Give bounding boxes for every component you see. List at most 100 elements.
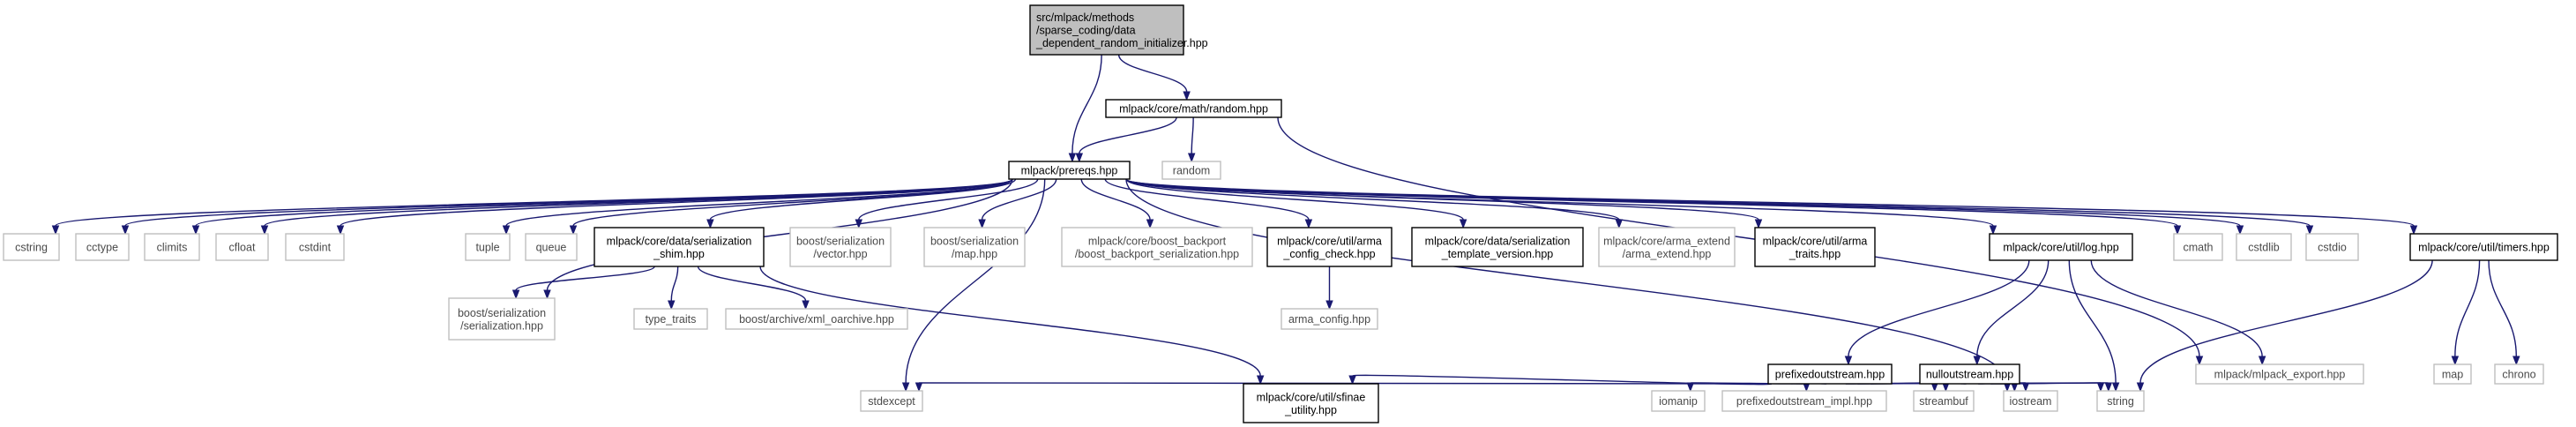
node-label: climits [157, 242, 188, 254]
node-log[interactable]: mlpack/core/util/log.hpp [1989, 233, 2133, 261]
node-label: /vector.hpp [813, 248, 867, 260]
arrowhead-prereqs-to-arma_config_check [1304, 219, 1313, 229]
arrowhead-prereqs-to-ser_template [1459, 219, 1467, 229]
node-label: cstdlib [2248, 242, 2279, 254]
arrowhead-prereqs-to-cstdio [2305, 225, 2314, 236]
node-ser-template[interactable]: mlpack/core/data/serialization_template_… [1411, 227, 1584, 267]
node-root[interactable]: src/mlpack/methods/sparse_coding/data_de… [1029, 4, 1208, 56]
node-label: cfloat [229, 242, 256, 254]
node-box [1029, 4, 1184, 56]
node-arma-traits[interactable]: mlpack/core/util/arma_traits.hpp [1754, 227, 1876, 267]
node-box [2003, 390, 2058, 412]
node-label: _utility.hpp [1284, 404, 1337, 416]
edge-prereqs-to-log [1125, 178, 1994, 227]
node-label: arma_config.hpp [1288, 313, 1370, 326]
edge-prereqs-to-cfloat [264, 178, 1013, 227]
arrowhead-timers-to-string [2136, 382, 2145, 393]
node-box [465, 233, 511, 261]
node-boost-serialization: boost/serialization/serialization.hpp [448, 297, 556, 341]
node-ser-shim[interactable]: mlpack/core/data/serialization_shim.hpp [594, 227, 765, 267]
node-box [1281, 308, 1378, 330]
node-box [1913, 390, 1975, 412]
arrowhead-prefixed-to-string [2096, 382, 2105, 393]
node-label: /sparse_coding/data [1036, 25, 1136, 37]
arrowhead-log-to-mlpack_export [2258, 356, 2266, 366]
arrowhead-prereqs-to-timers [2409, 225, 2418, 236]
node-arma-config-check[interactable]: mlpack/core/util/arma_config_check.hpp [1266, 227, 1393, 267]
arrowhead-prereqs-to-arma_extend [1615, 219, 1624, 229]
node-prefixed[interactable]: prefixedoutstream.hpp [1767, 363, 1893, 385]
node-arma-extend: mlpack/core/arma_extend/arma_extend.hpp [1598, 227, 1736, 267]
edge-prereqs-to-cstdlib [1125, 178, 2241, 227]
node-cfloat: cfloat [215, 233, 269, 261]
arrowhead-prereqs-to-boost_serialization [543, 289, 551, 300]
node-sfinae[interactable]: mlpack/core/util/sfinae_utility.hpp [1243, 383, 1379, 423]
node-label: tuple [475, 242, 499, 254]
edge-prereqs-to-cstring [55, 178, 1013, 227]
arrowhead-prereqs-to-ser_shim [706, 219, 714, 229]
node-iostream: iostream [2003, 390, 2058, 412]
edge-root-to-random_hpp [1117, 54, 1188, 93]
arrowhead-prereqs-to-cstring [51, 225, 60, 236]
node-box [594, 227, 765, 267]
node-label: stdexcept [868, 395, 915, 408]
node-label: boost/archive/xml_oarchive.hpp [739, 313, 894, 326]
edge-prereqs-to-boost_vector [858, 178, 1039, 221]
arrowhead-timers-to-map [2451, 356, 2460, 366]
edge-timers-to-chrono [2488, 259, 2517, 357]
node-timers[interactable]: mlpack/core/util/timers.hpp [2409, 233, 2558, 261]
node-label: map [2442, 369, 2463, 381]
edge-random_hpp-to-random [1191, 116, 1194, 154]
node-box [2195, 363, 2364, 385]
node-label: prefixedoutstream.hpp [1775, 369, 1885, 381]
arrowhead-prereqs-to-queue [569, 225, 578, 236]
node-box [860, 390, 923, 412]
node-label: src/mlpack/methods [1036, 11, 1134, 24]
node-box [448, 297, 556, 341]
edge-prereqs-to-boost_serialization [546, 178, 1013, 291]
node-box [1266, 227, 1393, 267]
node-cctype: cctype [75, 233, 130, 261]
node-label: mlpack/core/util/timers.hpp [2418, 242, 2550, 254]
node-label: cstdint [299, 242, 332, 254]
node-label: random [1173, 165, 1210, 177]
arrowhead-ser_shim-to-boost_serialization [511, 289, 520, 300]
node-label: cctype [86, 242, 118, 254]
node-box [3, 233, 60, 261]
node-box [2305, 233, 2359, 261]
node-mlpack-export: mlpack/mlpack_export.hpp [2195, 363, 2364, 385]
edge-log-to-string [2068, 259, 2117, 384]
arrowhead-prereqs-to-climits [191, 225, 200, 236]
node-cstdlib: cstdlib [2236, 233, 2292, 261]
node-boost-backport: mlpack/core/boost_backport/boost_backpor… [1061, 227, 1253, 267]
node-random-hpp[interactable]: mlpack/core/math/random.hpp [1105, 99, 1282, 118]
node-box [2173, 233, 2223, 261]
arrowhead-prereqs-to-cstdint [336, 225, 345, 236]
arrowhead-prefixed-to-sfinae [1348, 375, 1356, 386]
edge-log-to-nullout [1976, 259, 2050, 357]
node-box [2409, 233, 2558, 261]
edge-root-to-prereqs [1071, 54, 1102, 154]
arrowhead-prereqs-to-stdexcept [901, 382, 910, 393]
arrowhead-root-to-random_hpp [1183, 91, 1191, 101]
node-label: /serialization.hpp [460, 319, 543, 332]
arrowhead-ser_shim-to-xml_oarchive [802, 300, 810, 311]
edge-timers-to-map [2454, 259, 2481, 357]
arrowhead-log-to-string [2111, 382, 2120, 393]
arrowhead-ser_shim-to-type_traits [668, 300, 676, 311]
node-label: mlpack/core/math/random.hpp [1119, 103, 1268, 116]
node-label: iomanip [1659, 395, 1698, 408]
edge-random_hpp-to-mlpack_export [1277, 116, 2200, 357]
node-nullout[interactable]: nulloutstream.hpp [1919, 363, 2020, 385]
node-climits: climits [144, 233, 200, 261]
node-box [144, 233, 200, 261]
node-label: boost/serialization [796, 235, 885, 247]
node-label: _traits.hpp [1788, 248, 1841, 260]
node-label: iostream [2010, 395, 2052, 408]
node-label: _config_check.hpp [1282, 248, 1375, 260]
node-cmath: cmath [2173, 233, 2223, 261]
node-label: mlpack/core/data/serialization [607, 235, 752, 247]
node-label: _dependent_random_initializer.hpp [1035, 37, 1208, 49]
node-prereqs[interactable]: mlpack/prereqs.hpp [1008, 161, 1131, 180]
node-cstring: cstring [3, 233, 60, 261]
